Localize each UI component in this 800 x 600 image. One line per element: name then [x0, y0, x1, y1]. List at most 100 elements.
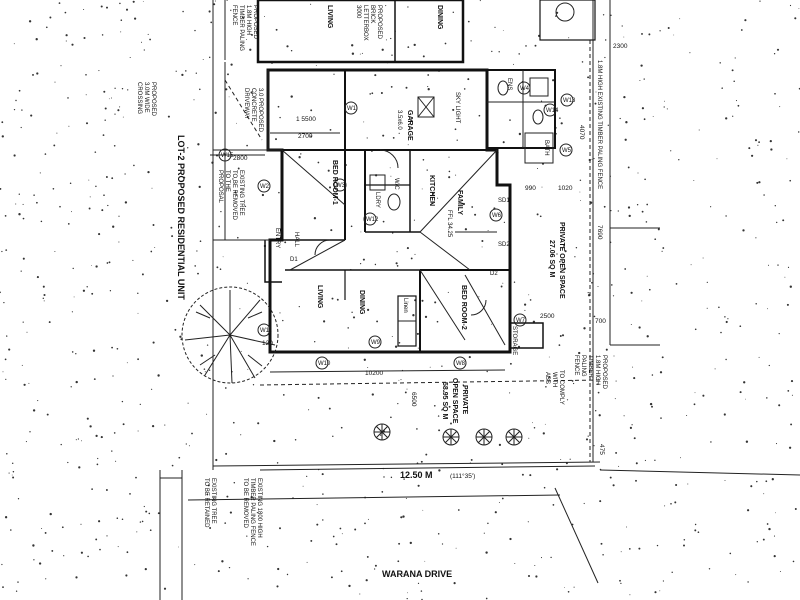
speckle	[310, 135, 312, 138]
speckle	[230, 9, 232, 11]
speckle	[85, 94, 87, 96]
speckle	[178, 233, 180, 235]
tag-w11: W11	[260, 328, 273, 334]
speckle	[788, 446, 792, 449]
dim-4070: 4070	[578, 125, 585, 140]
tag-sd1: SD1	[498, 198, 510, 204]
frontage-length: 12.50 M	[400, 470, 433, 480]
speckle	[210, 21, 213, 24]
note-fence-top-3: TIMBER PALING	[238, 5, 244, 51]
speckle	[623, 415, 625, 417]
speckle	[548, 376, 551, 378]
speckle	[573, 586, 575, 588]
speckle	[113, 432, 116, 434]
speckle	[543, 486, 546, 489]
speckle	[390, 85, 393, 88]
speckle	[10, 529, 12, 531]
speckle	[462, 384, 465, 386]
speckle	[4, 358, 7, 361]
room-bath: BATH	[543, 140, 549, 156]
speckle	[724, 480, 726, 481]
speckle	[137, 358, 139, 361]
speckle	[197, 272, 199, 275]
speckle	[120, 31, 122, 33]
speckle	[335, 543, 338, 546]
speckle	[427, 86, 429, 88]
speckle	[242, 16, 245, 19]
speckle	[735, 100, 738, 102]
speckle	[397, 560, 400, 563]
speckle	[95, 265, 98, 268]
speckle	[6, 453, 8, 455]
room-family: FAMILY	[456, 190, 463, 215]
speckle	[610, 284, 613, 286]
speckle	[529, 474, 532, 477]
speckle	[365, 579, 368, 582]
speckle	[112, 225, 115, 228]
speckle	[46, 413, 49, 416]
speckle	[85, 122, 89, 125]
speckle	[640, 64, 643, 67]
speckle	[2, 586, 4, 588]
speckle	[587, 76, 590, 79]
speckle	[623, 36, 625, 38]
speckle	[763, 493, 765, 495]
speckle	[597, 286, 599, 287]
speckle	[559, 260, 561, 263]
speckle	[256, 511, 258, 514]
speckle	[615, 451, 618, 454]
speckle	[660, 417, 662, 419]
speckle	[179, 335, 182, 338]
speckle	[71, 43, 74, 46]
speckle	[67, 223, 70, 225]
speckle	[560, 122, 563, 125]
speckle	[641, 32, 643, 35]
speckle	[666, 108, 668, 110]
speckle	[390, 416, 392, 419]
speckle	[778, 332, 780, 335]
speckle	[276, 462, 279, 464]
speckle	[143, 505, 145, 508]
speckle	[286, 573, 289, 576]
speckle	[83, 8, 85, 11]
note-letterbox-2: BRICK	[369, 5, 375, 23]
speckle	[374, 564, 377, 567]
speckle	[276, 585, 279, 588]
speckle	[38, 562, 42, 565]
speckle	[71, 211, 72, 213]
speckle	[790, 423, 793, 426]
speckle	[132, 0, 135, 3]
speckle	[227, 73, 229, 76]
speckle	[467, 78, 470, 81]
speckle	[544, 423, 546, 425]
tag-w6: W6	[492, 213, 502, 219]
speckle	[371, 92, 374, 95]
speckle	[187, 147, 189, 149]
speckle	[348, 584, 351, 588]
speckle	[755, 303, 757, 305]
speckle	[410, 257, 413, 260]
speckle	[659, 30, 661, 32]
speckle	[732, 115, 734, 117]
speckle	[75, 353, 77, 355]
speckle	[663, 106, 665, 108]
note-letterbox-4: 3000	[355, 5, 361, 19]
speckle	[129, 56, 131, 59]
speckle	[22, 257, 25, 260]
note-fence-top-2: 1.8M HIGH	[245, 5, 251, 35]
speckle	[470, 40, 472, 42]
speckle	[374, 263, 377, 266]
speckle	[216, 266, 219, 269]
speckle	[298, 156, 301, 159]
room-entry: ENTRY	[274, 228, 280, 248]
speckle	[36, 276, 39, 279]
speckle	[306, 475, 308, 478]
speckle	[597, 391, 600, 394]
speckle	[407, 592, 408, 594]
speckle	[4, 516, 8, 519]
speckle	[363, 121, 365, 123]
speckle	[119, 2, 121, 5]
speckle	[746, 509, 750, 512]
note-tree-left-4: PROPOSAL	[217, 170, 223, 204]
speckle	[60, 65, 62, 67]
